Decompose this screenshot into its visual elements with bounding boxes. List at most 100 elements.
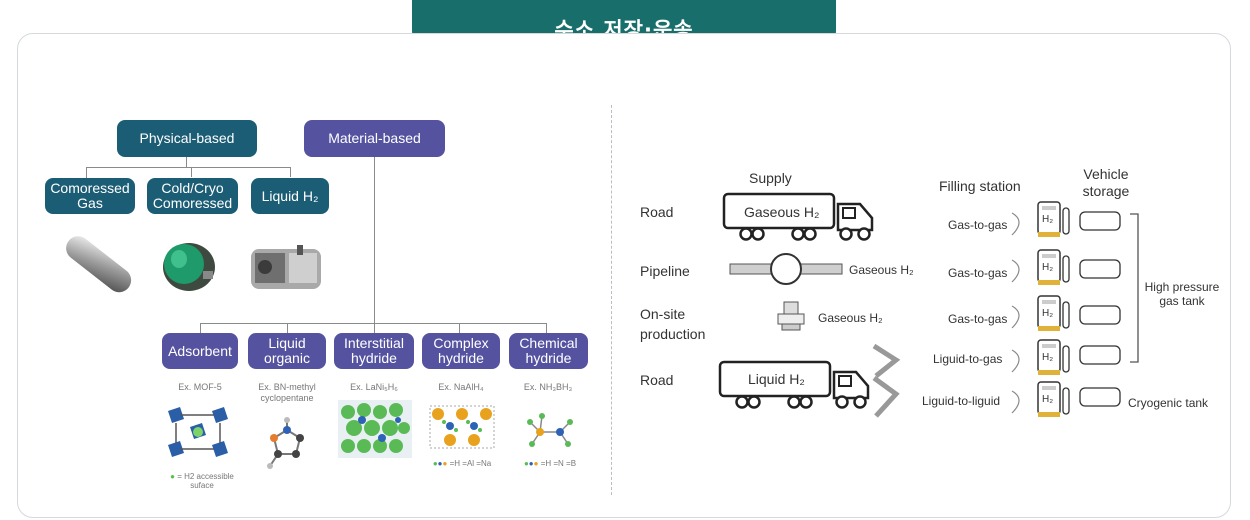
dispenser-icon [1037, 381, 1070, 417]
onsite-production-label: On-site production [640, 306, 706, 342]
cryo-compressed-box: Cold/Cryo Comoressed [147, 178, 238, 214]
nh3bh3-legend-text: =H =N =B [540, 459, 577, 468]
dispenser-4: H₂ [1036, 338, 1084, 383]
mof5-legend-text: = H2 accessible suface [177, 472, 234, 490]
naalh4-structure-icon [429, 405, 495, 449]
distribution-arrows-icon [872, 343, 901, 418]
physical-based-box: Physical-based [117, 120, 257, 157]
mof5-legend: ● = H2 accessible suface [158, 472, 246, 490]
liquid-truck-icon [718, 360, 870, 409]
interstitial-hydride-box: Interstitial hydride [334, 333, 414, 369]
flow-arcs-icon [1011, 212, 1020, 414]
connector [186, 157, 187, 167]
road-label-1: Road [640, 204, 674, 220]
vehicle-storage-heading: Vehicle storage [1082, 166, 1130, 199]
naalh4-legend-text: =H =Al =Na [449, 459, 492, 468]
connector [287, 323, 288, 333]
liquid-tank-icon [251, 245, 321, 289]
chemical-hydride-box: Chemical hydride [509, 333, 588, 369]
pipeline-gas-label: Gaseous H₂ [849, 263, 914, 277]
connector [86, 167, 87, 179]
example-mof5: Ex. MOF-5 [178, 382, 222, 392]
compressed-gas-box: Comoressed Gas [45, 178, 135, 214]
naalh4-legend: ●●● =H =Al =Na [420, 458, 504, 469]
material-based-label: Material-based [328, 130, 421, 146]
row-liquid-to-liquid: Liguid-to-liguid [922, 394, 1001, 408]
dispenser-h2-label: H₂ [1042, 214, 1054, 225]
dispenser-icon [1037, 201, 1070, 237]
compressed-gas-label: Comoressed Gas [50, 180, 130, 211]
pipeline-label: Pipeline [640, 263, 690, 279]
row-gas-to-gas-2: Gas-to-gas [948, 266, 1008, 280]
connector [546, 323, 547, 333]
legend-dot-icon: ● [523, 459, 529, 468]
legend-dot-icon: ● [533, 459, 539, 468]
dispenser-h2-label: H₂ [1042, 352, 1054, 363]
example-bn-methyl: Ex. BN-methyl cyclopentane [258, 382, 316, 403]
legend-dot-icon: ● [442, 459, 448, 468]
dispenser-icon [1037, 249, 1070, 285]
high-pressure-tank-label: High pressure gas tank [1144, 280, 1220, 308]
chemical-hydride-label: Chemical hydride [519, 335, 578, 366]
dispenser-1: H₂ [1036, 200, 1084, 245]
row-gas-to-gas-1: Gas-to-gas [948, 218, 1008, 232]
onsite-gas-label: Gaseous H₂ [818, 311, 883, 325]
legend-dot-icon: ● [170, 472, 175, 481]
bracket-icon [1130, 213, 1139, 363]
mof5-structure-icon [168, 407, 228, 457]
physical-based-label: Physical-based [139, 130, 235, 146]
example-nh3bh3: Ex. NH₃BH₃ [523, 382, 573, 392]
section-divider [611, 105, 612, 495]
lani5h6-structure-icon [338, 400, 412, 458]
connector [374, 323, 375, 333]
pipeline-icon [729, 253, 843, 285]
connector [290, 167, 291, 177]
dispenser-2: H₂ [1036, 248, 1084, 293]
nh3bh3-structure-icon [527, 413, 573, 447]
liquid-organic-label: Liquid organic [264, 335, 310, 366]
legend-dot-icon: ● [437, 459, 443, 468]
dispenser-3: H₂ [1036, 294, 1084, 339]
dispenser-icon [1037, 295, 1070, 331]
road-label-2: Road [640, 372, 674, 388]
cryo-tank-icon [163, 243, 215, 291]
dispenser-5: H₂ [1036, 380, 1084, 425]
liquid-h2-box: Liquid H₂ [251, 178, 329, 214]
connector [200, 323, 201, 333]
legend-dot-icon: ● [432, 459, 438, 468]
gas-truck-label: Gaseous H₂ [744, 204, 820, 220]
bn-methyl-structure-icon [267, 417, 304, 469]
dispenser-h2-label: H₂ [1042, 308, 1054, 319]
connector [191, 167, 192, 177]
nh3bh3-legend: ●●● =H =N =B [508, 458, 592, 469]
complex-hydride-box: Complex hydride [422, 333, 500, 369]
example-lani5h6: Ex. LaNi₅H₆ [350, 382, 398, 392]
vehicle-tanks-icon [1079, 211, 1121, 407]
example-naalh4: Ex. NaAlH₄ [438, 382, 484, 392]
row-liquid-to-gas: Liguid-to-gas [933, 352, 1003, 366]
supply-heading: Supply [749, 170, 792, 186]
filling-station-heading: Filling station [939, 178, 1021, 194]
dispenser-h2-label: H₂ [1042, 262, 1054, 273]
adsorbent-label: Adsorbent [168, 342, 232, 359]
complex-hydride-label: Complex hydride [433, 335, 489, 366]
row-gas-to-gas-3: Gas-to-gas [948, 312, 1008, 326]
liquid-truck-label: Liquid H₂ [748, 371, 805, 387]
connector [374, 157, 375, 323]
connector [200, 323, 546, 324]
dispenser-h2-label: H₂ [1042, 394, 1054, 405]
material-based-box: Material-based [304, 120, 445, 157]
dispenser-icon [1037, 339, 1070, 375]
connector [459, 323, 460, 333]
adsorbent-box: Adsorbent [162, 333, 238, 369]
cryo-compressed-label: Cold/Cryo Comoressed [152, 180, 233, 211]
cryogenic-tank-label: Cryogenic tank [1128, 396, 1209, 410]
connector [86, 167, 290, 168]
liquid-organic-box: Liquid organic [248, 333, 326, 369]
interstitial-hydride-label: Interstitial hydride [344, 335, 404, 366]
gas-truck-icon [722, 192, 874, 241]
legend-dot-icon: ● [528, 459, 534, 468]
liquid-h2-label: Liquid H₂ [261, 187, 319, 204]
electrolyzer-icon [777, 301, 805, 331]
compressed-tank-icon [66, 236, 132, 293]
